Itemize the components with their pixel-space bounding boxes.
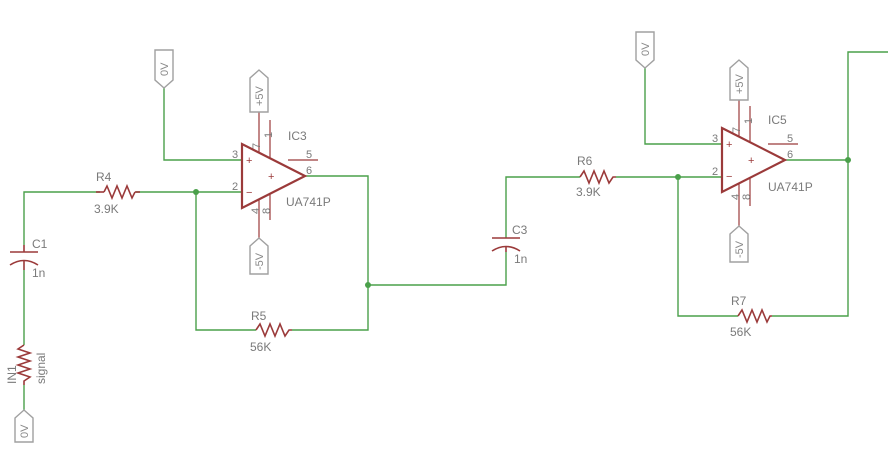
- ic3-value: UA741P: [286, 195, 331, 209]
- r7-value: 56K: [730, 325, 751, 339]
- gnd-ic3-label: 0V: [159, 62, 171, 76]
- wire-c1-r4: [23, 191, 100, 245]
- ic5-pin-5: 5: [787, 133, 793, 145]
- resistor-r7[interactable]: R7 56K: [730, 294, 772, 339]
- supply-0v-ic5: 0V: [635, 31, 655, 69]
- wire-c3-r6: [505, 176, 580, 238]
- ic5-plus-sign: +: [726, 139, 732, 151]
- in1-name: IN1: [5, 365, 19, 384]
- wire-ic3-fb-left: [195, 192, 256, 331]
- ic5-pin-1: 1: [743, 118, 755, 124]
- vpos-ic5-tag: [729, 59, 749, 101]
- capacitor-c1[interactable]: C1 1n: [9, 237, 48, 280]
- ic5-pin-2: 2: [712, 166, 718, 178]
- r4-zigzag: [103, 183, 136, 201]
- opamp-ic3-triangle: [240, 142, 308, 210]
- ic5-pin-8: 8: [741, 194, 753, 200]
- ic5-name: IC5: [768, 113, 787, 127]
- r6-name: R6: [577, 154, 593, 168]
- ic3-pin-2: 2: [232, 181, 238, 193]
- wire-ic3-fb-right: [292, 175, 369, 331]
- c1-value: 1n: [32, 266, 45, 280]
- resistor-r5[interactable]: R5 56K: [250, 309, 292, 354]
- resistor-r4[interactable]: R4 3.9K: [94, 170, 140, 216]
- ic3-pin-3: 3: [232, 149, 238, 161]
- ic3-plus-sign: +: [246, 155, 252, 167]
- gnd-ic3-tag: [154, 49, 174, 89]
- wire-gnd-ic5-plus: [644, 66, 722, 145]
- c3-name: C3: [512, 223, 528, 237]
- in1-value: signal: [34, 353, 48, 384]
- r4-name: R4: [96, 170, 112, 184]
- gnd-ic5-label: 0V: [640, 42, 652, 56]
- r4-value: 3.9K: [94, 202, 119, 216]
- r5-value: 56K: [250, 340, 271, 354]
- ic3-minus-sign: −: [246, 187, 252, 199]
- gnd-ic5-tag: [635, 31, 655, 69]
- r6-value: 3.9K: [576, 185, 601, 199]
- gnd-in-label: 0V: [19, 424, 31, 438]
- vpos-ic3-tag: [249, 69, 269, 113]
- vpos-ic5-label: +5V: [734, 73, 746, 94]
- junction-ic5-minus: [675, 174, 681, 180]
- supply-plus5v-ic3: +5V: [249, 69, 269, 113]
- c3-value: 1n: [514, 252, 527, 266]
- ic5-pin-4: 4: [730, 194, 742, 200]
- resistor-r6[interactable]: R6 3.9K: [576, 154, 616, 199]
- r5-zigzag: [255, 321, 292, 339]
- wire-ic3-c3: [368, 252, 507, 286]
- ic3-name: IC3: [288, 129, 307, 143]
- ic5-pin-7: 7: [731, 127, 743, 133]
- supply-plus5v-ic5: +5V: [729, 59, 749, 101]
- vneg-ic3-label: -5V: [254, 252, 266, 270]
- ic5-value: UA741P: [768, 180, 813, 194]
- wire-ic5-out: [847, 51, 888, 160]
- wires: [23, 51, 888, 410]
- ic3-pin-4: 4: [250, 208, 262, 214]
- junction-ic3-out: [365, 282, 371, 288]
- opamp-ic3[interactable]: + − + 3 2 6 5 7 1 4 8 IC3 UA741P: [232, 100, 331, 238]
- ic5-pin-3: 3: [712, 133, 718, 145]
- wire-ic5-fb-left: [677, 177, 738, 317]
- ic3-pin-5: 5: [306, 149, 312, 161]
- ic5-inner-sign: +: [748, 155, 754, 167]
- supply-minus5v-ic3: -5V: [249, 237, 269, 275]
- gnd-in-tag: [14, 409, 34, 443]
- supply-minus5v-ic5: -5V: [729, 225, 749, 263]
- ic5-minus-sign: −: [726, 171, 732, 183]
- vpos-ic3-label: +5V: [254, 85, 266, 106]
- in1-zigzag: [15, 344, 33, 385]
- supply-0v-ic3: 0V: [154, 49, 174, 89]
- r7-name: R7: [731, 294, 747, 308]
- vneg-ic5-label: -5V: [734, 240, 746, 258]
- opamp-ic5-triangle: [720, 126, 788, 194]
- ic5-pin-6: 6: [787, 149, 793, 161]
- r7-zigzag: [737, 307, 772, 325]
- c1-name: C1: [32, 237, 48, 251]
- ic3-inner-sign: +: [268, 171, 274, 183]
- opamp-ic5[interactable]: + − + 3 2 6 5 7 1 4 8 IC5 UA741P: [712, 94, 813, 226]
- capacitor-c3[interactable]: C3 1n: [491, 223, 528, 266]
- wire-gnd-ic3-plus: [163, 88, 242, 161]
- ic3-pin-8: 8: [261, 208, 273, 214]
- supply-0v-input: 0V: [14, 409, 34, 443]
- r6-zigzag: [579, 168, 616, 186]
- vneg-ic5-tag: [729, 225, 749, 263]
- junctions: [193, 157, 851, 288]
- r5-name: R5: [251, 309, 267, 323]
- ic3-pin-7: 7: [251, 143, 263, 149]
- junction-ic3-minus: [193, 189, 199, 195]
- wire-ic5-fb-right: [772, 159, 849, 317]
- vneg-ic3-tag: [249, 237, 269, 275]
- signal-source-in1[interactable]: IN1 signal: [5, 344, 48, 385]
- ic3-pin-6: 6: [306, 165, 312, 177]
- ic3-pin-1: 1: [263, 132, 275, 138]
- junction-ic5-out: [845, 157, 851, 163]
